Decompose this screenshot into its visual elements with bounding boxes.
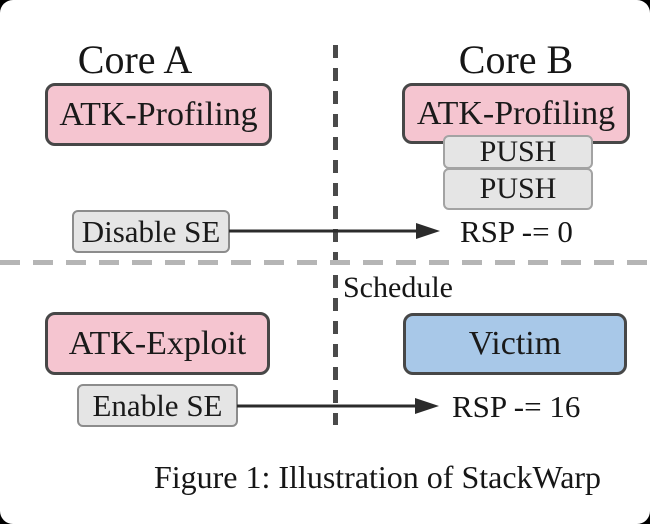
phase-divider-dashed-line (0, 260, 650, 265)
disable-se-box: Disable SE (72, 210, 230, 253)
core-divider-dashed-line (333, 45, 338, 425)
rsp-effect-bottom: RSP -= 16 (452, 389, 581, 424)
enable-se-arrow (237, 398, 439, 414)
atk-exploit-box: ATK-Exploit (45, 312, 270, 375)
core-a-title: Core A (77, 36, 193, 82)
victim-box: Victim (403, 313, 627, 375)
arrowhead-icon (416, 223, 440, 239)
core-b-title: Core B (458, 36, 574, 82)
arrowhead-icon (415, 398, 439, 414)
push-op-box-1: PUSH (443, 135, 593, 169)
enable-se-box: Enable SE (77, 384, 238, 427)
disable-se-arrow (229, 223, 440, 239)
rsp-effect-top: RSP -= 0 (460, 214, 573, 249)
schedule-label: Schedule (343, 271, 453, 304)
atk-profiling-box-core-a: ATK-Profiling (45, 83, 272, 146)
figure-caption: Figure 1: Illustration of StackWarp (153, 458, 602, 495)
push-op-box-2: PUSH (443, 168, 593, 210)
